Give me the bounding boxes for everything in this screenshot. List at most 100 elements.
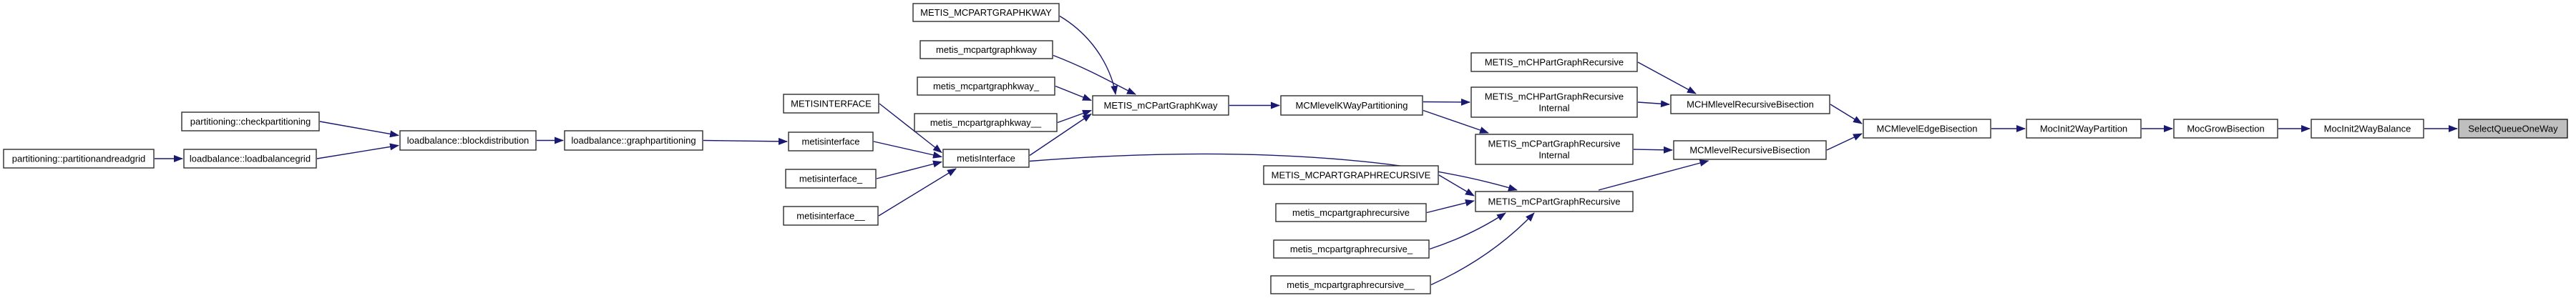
node-MCMlevelRecursiveBisection[interactable]: MCMlevelRecursiveBisection bbox=[1673, 140, 1827, 160]
node-label-MocGrowBisection: MocGrowBisection bbox=[2187, 124, 2264, 134]
node-label-partitionandreadgrid: partitioning::partitionandreadgrid bbox=[12, 154, 145, 164]
node-label-SelectQueueOneWay: SelectQueueOneWay bbox=[2468, 124, 2558, 134]
node-box-partitionandreadgrid[interactable] bbox=[3, 149, 155, 169]
node-MCMlevelKWayPartitioning[interactable]: MCMlevelKWayPartitioning bbox=[1280, 95, 1423, 116]
node-METIS_mCPartGraphKway[interactable]: METIS_mCPartGraphKway bbox=[1092, 95, 1229, 116]
edge-metisinterface__-to-metisInterface bbox=[878, 168, 957, 217]
node-label-metisinterface__: metisinterface__ bbox=[796, 211, 865, 222]
node-box-METIS_mCHPartGraphRecursiveInternal[interactable] bbox=[1470, 86, 1638, 118]
node-box-metis_mcpartgraphrecursive[interactable] bbox=[1275, 203, 1427, 222]
edge-MCHMlevelRecursiveBisection-to-MCMlevelEdgeBisection bbox=[1830, 104, 1863, 124]
node-box-METIS_mCPartGraphRecursive[interactable] bbox=[1475, 191, 1634, 212]
edge-METIS_mCPartGraphRecursive-to-MCMlevelRecursiveBisection bbox=[1598, 159, 1709, 191]
node-MocInit2WayBalance[interactable]: MocInit2WayBalance bbox=[2311, 119, 2424, 139]
node-box-MocGrowBisection[interactable] bbox=[2173, 119, 2278, 139]
edge-metisInterface-to-METIS_mCPartGraphKway bbox=[1029, 113, 1092, 157]
node-METIS_MCPARTGRAPHKWAY[interactable]: METIS_MCPARTGRAPHKWAY bbox=[912, 3, 1060, 22]
node-label-MCMlevelEdgeBisection: MCMlevelEdgeBisection bbox=[1877, 124, 1978, 134]
node-METISINTERFACE[interactable]: METISINTERFACE bbox=[783, 94, 879, 114]
node-box-METIS_mCHPartGraphRecursive[interactable] bbox=[1470, 52, 1638, 72]
node-partitionandreadgrid[interactable]: partitioning::partitionandreadgrid bbox=[3, 149, 155, 169]
node-box-blockdistribution[interactable] bbox=[399, 130, 537, 151]
edge-metis_mcpartgraphrecursive-to-METIS_mCPartGraphRecursive bbox=[1426, 199, 1475, 214]
edge-METIS_mCHPartGraphRecursive-to-MCHMlevelRecursiveBisection bbox=[1637, 61, 1697, 94]
node-metis_mcpartgraphkway[interactable]: metis_mcpartgraphkway bbox=[919, 40, 1053, 59]
node-label-METIS_mCHPartGraphRecursiveInternal-line2: Internal bbox=[1538, 103, 1569, 114]
node-METIS_mCHPartGraphRecursive[interactable]: METIS_mCHPartGraphRecursive bbox=[1470, 52, 1638, 72]
node-graphpartitioning[interactable]: loadbalance::graphpartitioning bbox=[564, 130, 703, 151]
node-label-metis_mcpartgraphkway: metis_mcpartgraphkway bbox=[936, 44, 1037, 55]
node-label-MocInit2WayBalance: MocInit2WayBalance bbox=[2324, 124, 2411, 134]
node-label-metis_mcpartgraphrecursive: metis_mcpartgraphrecursive bbox=[1292, 207, 1410, 218]
edge-metis_mcpartgraphkway_-to-METIS_mCPartGraphKway bbox=[1055, 85, 1092, 101]
node-label-METIS_MCPARTGRAPHRECURSIVE: METIS_MCPARTGRAPHRECURSIVE bbox=[1272, 170, 1431, 181]
node-box-MCMlevelKWayPartitioning[interactable] bbox=[1280, 95, 1423, 116]
node-box-METIS_MCPARTGRAPHKWAY[interactable] bbox=[912, 3, 1060, 22]
node-box-METIS_mCPartGraphKway[interactable] bbox=[1092, 95, 1229, 116]
node-box-metisinterface_[interactable] bbox=[785, 169, 877, 189]
node-METIS_MCPARTGRAPHRECURSIVE[interactable]: METIS_MCPARTGRAPHRECURSIVE bbox=[1263, 165, 1439, 185]
node-label-METIS_mCHPartGraphRecursiveInternal-line1: METIS_mCHPartGraphRecursive bbox=[1485, 91, 1624, 102]
node-box-METISINTERFACE[interactable] bbox=[783, 94, 879, 114]
node-box-METIS_mCPartGraphRecursiveInternal[interactable] bbox=[1475, 134, 1634, 165]
node-label-MCMlevelRecursiveBisection: MCMlevelRecursiveBisection bbox=[1689, 145, 1810, 156]
node-label-checkpartitioning: partitioning::checkpartitioning bbox=[190, 116, 311, 127]
node-label-MCHMlevelRecursiveBisection: MCHMlevelRecursiveBisection bbox=[1687, 99, 1814, 110]
edge-metis_mcpartgraphkway__-to-METIS_mCPartGraphKway bbox=[1057, 109, 1092, 124]
node-box-metis_mcpartgraphrecursive__[interactable] bbox=[1270, 275, 1431, 294]
node-metis_mcpartgraphrecursive__[interactable]: metis_mcpartgraphrecursive__ bbox=[1270, 275, 1431, 294]
node-box-metisinterface[interactable] bbox=[788, 131, 874, 152]
node-label-METIS_mCHPartGraphRecursive: METIS_mCHPartGraphRecursive bbox=[1485, 57, 1624, 68]
node-box-MocInit2WayBalance[interactable] bbox=[2311, 119, 2424, 139]
node-box-MCMlevelRecursiveBisection[interactable] bbox=[1673, 140, 1827, 160]
node-metisinterface__[interactable]: metisinterface__ bbox=[783, 206, 879, 226]
node-checkpartitioning[interactable]: partitioning::checkpartitioning bbox=[181, 111, 320, 131]
node-label-metis_mcpartgraphrecursive_: metis_mcpartgraphrecursive_ bbox=[1290, 244, 1413, 254]
edge-metis_mcpartgraphrecursive_-to-METIS_mCPartGraphRecursive bbox=[1429, 212, 1506, 250]
node-box-MCMlevelEdgeBisection[interactable] bbox=[1863, 119, 1991, 139]
node-MocGrowBisection[interactable]: MocGrowBisection bbox=[2173, 119, 2278, 139]
node-loadbalancegrid[interactable]: loadbalance::loadbalancegrid bbox=[183, 149, 317, 169]
node-MCHMlevelRecursiveBisection[interactable]: MCHMlevelRecursiveBisection bbox=[1670, 94, 1830, 114]
node-box-metis_mcpartgraphkway[interactable] bbox=[919, 40, 1053, 59]
node-label-metis_mcpartgraphkway_: metis_mcpartgraphkway_ bbox=[933, 81, 1040, 91]
node-metisinterface_[interactable]: metisinterface_ bbox=[785, 169, 877, 189]
node-label-metisinterface_: metisinterface_ bbox=[799, 174, 863, 184]
node-label-loadbalancegrid: loadbalance::loadbalancegrid bbox=[190, 154, 311, 164]
node-box-checkpartitioning[interactable] bbox=[181, 111, 320, 131]
node-metisInterface[interactable]: metisInterface bbox=[942, 149, 1030, 168]
node-SelectQueueOneWay: SelectQueueOneWay bbox=[2458, 119, 2568, 139]
node-box-metisInterface[interactable] bbox=[942, 149, 1030, 168]
node-box-metis_mcpartgraphkway_[interactable] bbox=[917, 76, 1055, 96]
node-blockdistribution[interactable]: loadbalance::blockdistribution bbox=[399, 130, 537, 151]
edge-METISINTERFACE-to-metisInterface bbox=[879, 103, 942, 154]
node-box-loadbalancegrid[interactable] bbox=[183, 149, 317, 169]
node-label-METIS_mCPartGraphRecursiveInternal-line2: Internal bbox=[1538, 150, 1569, 161]
node-MocInit2WayPartition[interactable]: MocInit2WayPartition bbox=[2026, 119, 2142, 139]
edge-checkpartitioning-to-blockdistribution bbox=[319, 121, 399, 138]
edge-metis_mcpartgraphrecursive__-to-METIS_mCPartGraphRecursive bbox=[1430, 212, 1535, 286]
node-box-metis_mcpartgraphrecursive_[interactable] bbox=[1273, 239, 1430, 259]
node-box-MCHMlevelRecursiveBisection[interactable] bbox=[1670, 94, 1830, 114]
edge-MCMlevelRecursiveBisection-to-MCMlevelEdgeBisection bbox=[1826, 133, 1863, 151]
node-box-METIS_MCPARTGRAPHRECURSIVE[interactable] bbox=[1263, 165, 1439, 185]
node-box-MocInit2WayPartition[interactable] bbox=[2026, 119, 2142, 139]
node-box-metis_mcpartgraphkway__[interactable] bbox=[914, 113, 1058, 132]
edge-metisInterface-to-METIS_mCPartGraphRecursive bbox=[1029, 153, 1518, 192]
node-metisinterface[interactable]: metisinterface bbox=[788, 131, 874, 152]
node-box-graphpartitioning[interactable] bbox=[564, 130, 703, 151]
node-label-METIS_mCPartGraphRecursive: METIS_mCPartGraphRecursive bbox=[1488, 197, 1621, 207]
edge-metis_mcpartgraphkway-to-METIS_mCPartGraphKway bbox=[1053, 54, 1136, 95]
node-label-METIS_mCPartGraphKway: METIS_mCPartGraphKway bbox=[1104, 100, 1218, 111]
node-box-metisinterface__[interactable] bbox=[783, 206, 879, 226]
node-metis_mcpartgraphkway_[interactable]: metis_mcpartgraphkway_ bbox=[917, 76, 1055, 96]
node-metis_mcpartgraphrecursive[interactable]: metis_mcpartgraphrecursive bbox=[1275, 203, 1427, 222]
node-metis_mcpartgraphrecursive_[interactable]: metis_mcpartgraphrecursive_ bbox=[1273, 239, 1430, 259]
node-MCMlevelEdgeBisection[interactable]: MCMlevelEdgeBisection bbox=[1863, 119, 1991, 139]
node-label-metis_mcpartgraphrecursive__: metis_mcpartgraphrecursive__ bbox=[1287, 279, 1415, 290]
node-METIS_mCPartGraphRecursive[interactable]: METIS_mCPartGraphRecursive bbox=[1475, 191, 1634, 212]
edge-graphpartitioning-to-metisinterface bbox=[703, 137, 788, 145]
node-metis_mcpartgraphkway__[interactable]: metis_mcpartgraphkway__ bbox=[914, 113, 1058, 132]
